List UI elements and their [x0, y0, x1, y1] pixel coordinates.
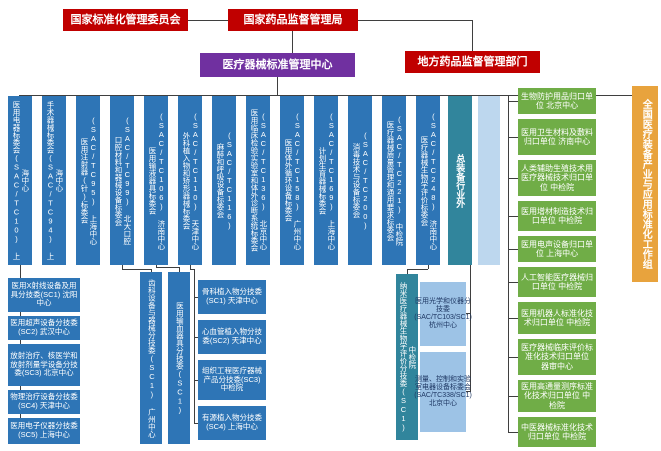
- committee-tc10: 医用电器标委会(SAC/TC10) 上海中心: [8, 96, 32, 265]
- committee-tc103-sc1: 医用光学和仪器分技委(SAC/TC103/SC1) 杭州中心: [414, 282, 472, 346]
- unit-ai-devices: 人工智能医疗器械归口单位 中检院: [518, 267, 596, 297]
- subcommittee-tc110-sc3: 组织工程医疗器械产品分技委(SC3) 中检院: [198, 360, 266, 400]
- connector: [508, 137, 518, 138]
- connector: [179, 267, 180, 272]
- committee-tc221: 医疗器械质量管理和通用要求标委会(SAC/TC221) 中检院: [382, 96, 406, 265]
- connector: [407, 269, 428, 270]
- unit-additive-manufacturing: 医用增材制造技术归口单位 中检院: [518, 201, 596, 231]
- connector: [156, 267, 179, 268]
- connector: [508, 216, 518, 217]
- subcommittee-tc10-sc1: 医用X射线设备及用具分技委(SC1) 沈阳中心: [8, 278, 80, 312]
- committee-tc248: 医疗器械生物学评价标委会(SAC/TC248) 济南中心: [416, 96, 440, 265]
- unit-high-throughput-sequencing: 医用高通量测序标准化技术归口单位 中检院: [518, 380, 596, 412]
- committee-tc99: 口腔材料和器械设备标委会(SAC/TC99) 北大口腔: [110, 96, 134, 265]
- committee-tc106: 医用输液器具标委会(SAC/TC106) 济南中心: [144, 96, 168, 265]
- subcommittee-tc10-sc3: 放射治疗、核医学和放射剂量学设备分技委(SC3) 北京中心: [8, 344, 80, 386]
- committee-tc110: 外科植入物和矫形器械标委会(SAC/TC110) 天津中心: [178, 96, 202, 265]
- connector: [472, 20, 473, 51]
- subcommittee-tc10-sc5: 医用电子仪器分技委(SC5) 上海中心: [8, 418, 80, 444]
- connector: [156, 265, 157, 268]
- committee-tc95: 医用注射器(针)标委会(SAC/TC95) 上海中心: [76, 96, 100, 265]
- connector: [194, 297, 198, 298]
- connector: [428, 265, 429, 269]
- connector: [508, 318, 518, 319]
- connector: [508, 178, 518, 179]
- committee-tc116: 麻醉和呼吸设备标委会(SAC/TC116): [212, 96, 236, 265]
- connector: [508, 432, 518, 433]
- subcommittee-tc110-sc1: 骨科植入物分技委(SC1) 天津中心: [198, 280, 266, 314]
- column-outside-industry: 总装备行业外: [448, 96, 472, 265]
- unit-medical-robots: 医用机器人标准化技术归口单位 中检院: [518, 302, 596, 334]
- committee-tc94: 手术器械标委会(SAC/TC94) 上海中心: [42, 96, 66, 265]
- connector: [188, 20, 228, 21]
- connector: [508, 357, 518, 358]
- committee-tc136: 医用临床检验实验室和体外诊断系统标委会(SAC/TC136) 北京中心: [246, 96, 270, 265]
- node-national-workgroup: 全国医疗装备产业与应用标准化工作组: [632, 86, 658, 282]
- unit-clinical-evaluation: 医疗器械临床评价标准化技术归口单位 器审中心: [518, 339, 596, 375]
- connector: [277, 77, 278, 95]
- connector: [466, 391, 470, 392]
- subcommittee-tc10-sc2: 医用超声设备分技委(SC2) 武汉中心: [8, 316, 80, 340]
- committee-tc169: 计划生育器械标委会(SAC/TC169) 上海中心: [314, 96, 338, 265]
- connector: [466, 313, 470, 314]
- committee-tc338-sc1: 测量、控制和实验室电器设备标委会(SAC/TC338/SC1) 北京中心: [414, 352, 472, 432]
- connector: [194, 423, 198, 424]
- unit-electroacoustic: 医用电声设备归口单位 上海中心: [518, 236, 596, 262]
- unit-tcm-devices: 中医器械标准化技术归口单位 中检院: [518, 417, 596, 447]
- unit-assisted-reproduction: 人类辅助生殖技术用医疗器械技术归口单位 中检院: [518, 160, 596, 196]
- subcommittee-tc248-sc1: 纳米医疗器械生物学评价分技委(SC1) 中检院: [396, 274, 418, 440]
- connector: [190, 265, 191, 270]
- unit-dressings: 医用卫生材料及敷料归口单位 济南中心: [518, 119, 596, 155]
- subcommittee-tc106-sc1: 医用输血器具分技委(SC1): [168, 272, 190, 444]
- connector: [194, 337, 198, 338]
- node-device-standards-center: 医疗器械标准管理中心: [200, 53, 355, 77]
- unit-bio-protection: 生物防护用品归口单位 北京中心: [518, 88, 596, 114]
- node-standardization-administration: 国家标准化管理委员会: [63, 9, 188, 31]
- connector: [508, 282, 518, 283]
- connector: [151, 269, 152, 272]
- connector: [194, 380, 198, 381]
- node-local-regulators: 地方药品监督管理部门: [405, 51, 540, 73]
- committee-tc158: 医用体外循环设备标委会(SAC/TC158) 广州中心: [280, 96, 304, 265]
- connector: [407, 269, 408, 274]
- connector-main: [19, 95, 632, 96]
- connector: [292, 31, 293, 53]
- column-blank: [478, 96, 500, 265]
- connector: [508, 95, 509, 432]
- connector: [190, 269, 195, 270]
- subcommittee-tc110-sc4: 有源植入物分技委(SC4) 上海中心: [198, 406, 266, 440]
- subcommittee-tc110-sc2: 心血管植入物分技委(SC2) 天津中心: [198, 320, 266, 354]
- subcommittee-tc99-sc1: 齿科设备与器械分技委(SC1) 广州中心: [140, 272, 162, 444]
- connector: [358, 20, 472, 21]
- committee-tc200: 消毒技术与设备标委会(SAC/TC200): [348, 96, 372, 265]
- connector: [470, 265, 471, 392]
- subcommittee-tc10-sc4: 物理治疗设备分技委(SC4) 天津中心: [8, 390, 80, 414]
- connector: [508, 249, 518, 250]
- connector: [122, 265, 123, 270]
- connector: [508, 396, 518, 397]
- connector: [508, 101, 518, 102]
- connector: [194, 269, 195, 423]
- connector: [122, 269, 151, 270]
- node-nmpa: 国家药品监督管理局: [228, 9, 358, 31]
